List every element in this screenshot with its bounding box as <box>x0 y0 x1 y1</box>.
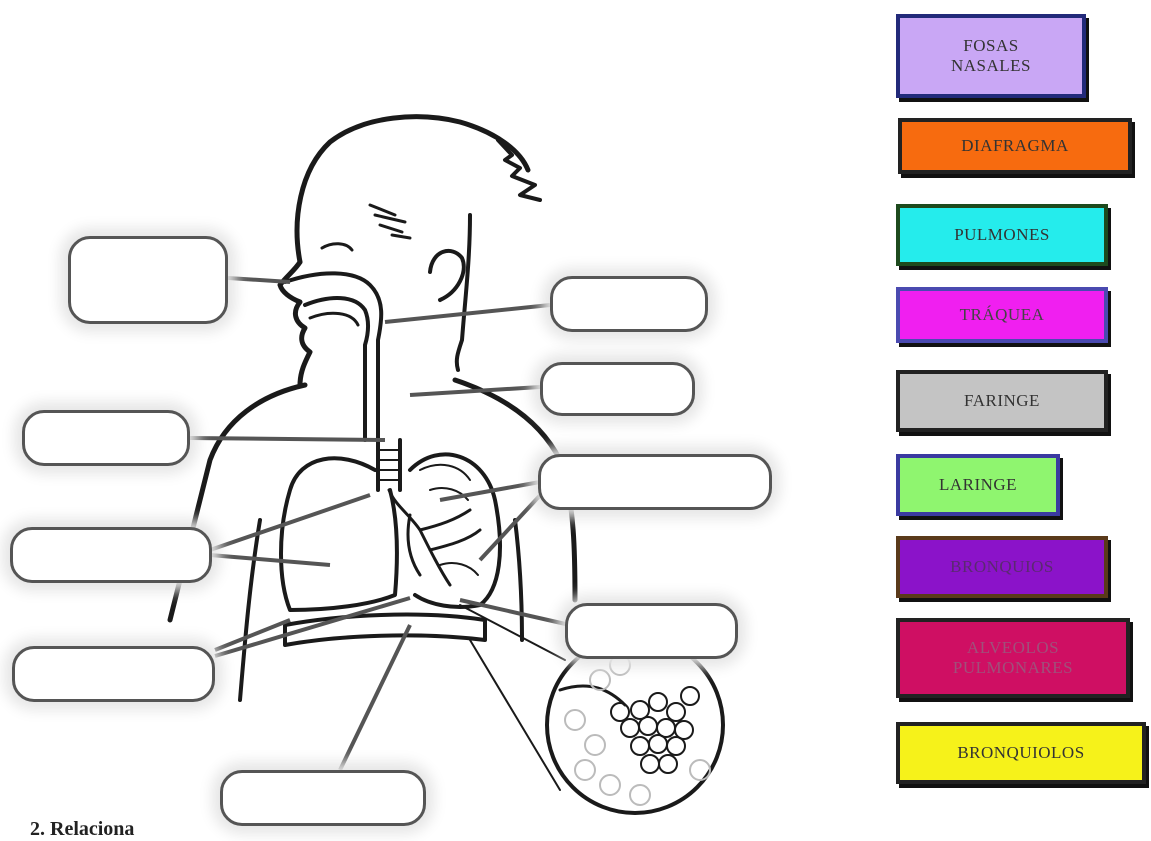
magnifier-lines <box>460 605 565 790</box>
leader-line-diaphragm <box>215 598 410 656</box>
answer-box-bronchioles[interactable] <box>565 603 738 659</box>
leader-line-trachea <box>190 438 385 440</box>
hair-tuft <box>498 140 540 200</box>
oral-cavity <box>305 298 368 440</box>
alveoli-cluster <box>611 687 699 773</box>
answer-box-bronchi[interactable] <box>538 454 772 510</box>
label-tile-alveolos-pulmonares[interactable]: ALVEOLOS PULMONARES <box>896 618 1130 698</box>
arm-left-inner <box>240 520 260 700</box>
label-tile-bronquios[interactable]: BRONQUIOS <box>896 536 1108 598</box>
eye <box>322 244 352 250</box>
label-tile-bronquiolos[interactable]: BRONQUIOLOS <box>896 722 1146 784</box>
label-tile-fosas-nasales[interactable]: FOSAS NASALES <box>896 14 1086 98</box>
tongue <box>310 313 358 325</box>
answer-box-pharynx[interactable] <box>550 276 708 332</box>
trachea <box>378 440 400 490</box>
answer-box-trachea[interactable] <box>22 410 190 466</box>
trachea-rings <box>378 450 400 480</box>
answer-box-larynx[interactable] <box>540 362 695 416</box>
label-tile-diafragma[interactable]: DIAFRAGMA <box>898 118 1132 174</box>
bronchiole-in-magnifier <box>560 686 625 705</box>
answer-box-lungs[interactable] <box>10 527 212 583</box>
head-outline <box>297 117 528 262</box>
leader-line-lungs <box>210 495 370 565</box>
arm-right-inner <box>515 520 522 640</box>
lung-right <box>410 454 500 607</box>
neck-back <box>457 215 470 370</box>
ear <box>430 251 464 300</box>
bronchi <box>389 490 480 585</box>
label-tile-faringe[interactable]: FARINGE <box>896 370 1108 432</box>
answer-box-diaphragm[interactable] <box>12 646 215 702</box>
diaphragm <box>285 615 485 645</box>
label-tile-traquea[interactable]: TRÁQUEA <box>896 287 1108 343</box>
leader-line-bottom <box>340 625 410 770</box>
leader-line-pharynx <box>385 305 550 322</box>
answer-box-nose[interactable] <box>68 236 228 324</box>
label-tile-laringe[interactable]: LARINGE <box>896 454 1060 516</box>
background-cells <box>565 655 710 805</box>
leader-line-nose <box>228 278 290 282</box>
leader-line-alveoli <box>460 600 570 625</box>
answer-box-bottom[interactable] <box>220 770 426 826</box>
hair-lines <box>370 205 410 238</box>
label-tile-pulmones[interactable]: PULMONES <box>896 204 1108 266</box>
